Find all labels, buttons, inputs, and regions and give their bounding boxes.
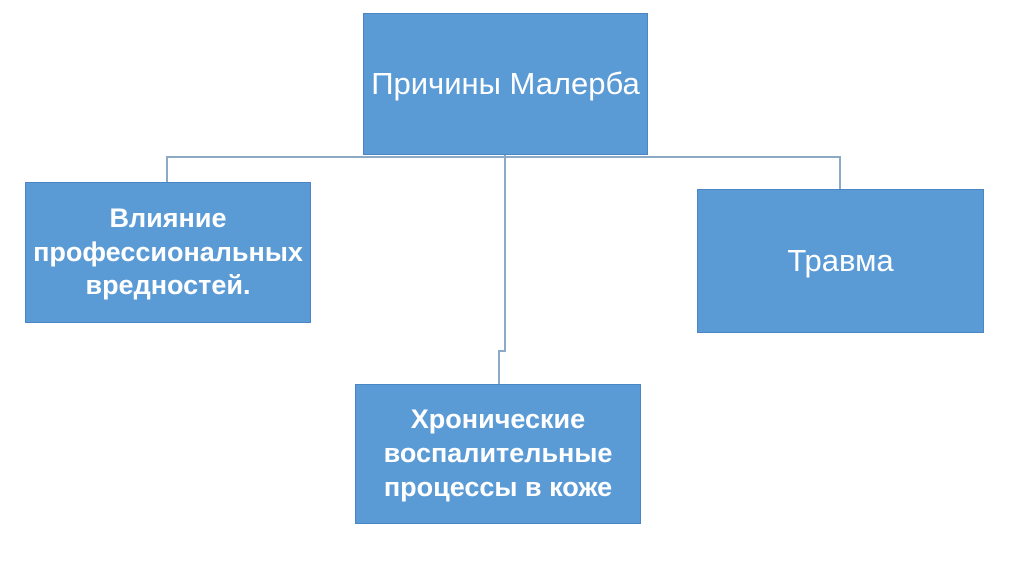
node-chronic-inflammation: Хронические воспалительные процессы в ко…: [355, 384, 641, 524]
connector-middle-lower: [498, 350, 500, 385]
node-occupational-hazards: Влияние профессиональных вредностей.: [25, 182, 311, 323]
node-occupational-hazards-label: Влияние профессиональных вредностей.: [33, 202, 303, 301]
connector-horizontal-rail: [166, 156, 841, 158]
node-chronic-inflammation-label: Хронические воспалительные процессы в ко…: [383, 404, 613, 502]
connector-middle-upper: [504, 155, 506, 352]
node-causes-malherbe: Причины Малерба: [363, 13, 648, 155]
node-trauma: Травма: [697, 189, 984, 333]
node-trauma-label: Травма: [787, 243, 894, 279]
connector-left-drop: [166, 156, 168, 183]
connector-right-drop: [839, 156, 841, 190]
node-causes-malherbe-label: Причины Малерба: [371, 66, 640, 102]
connector-middle-jog: [498, 350, 506, 352]
